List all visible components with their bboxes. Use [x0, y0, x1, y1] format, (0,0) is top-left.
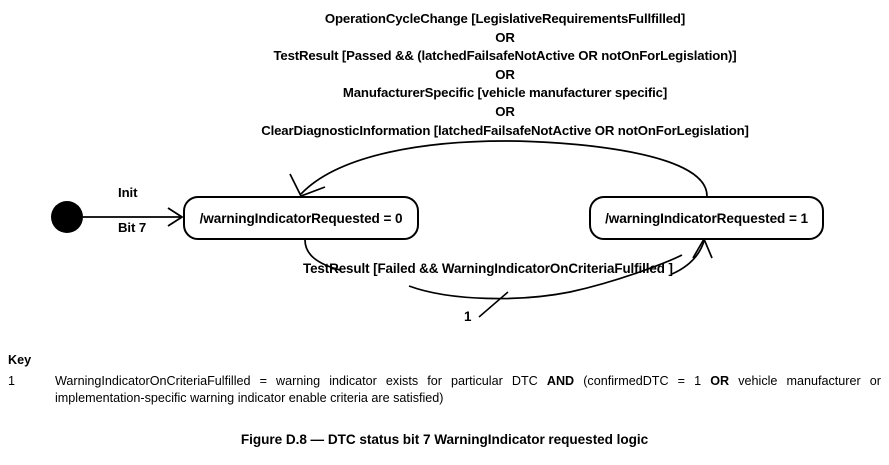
top-transition-condition-label: OperationCycleChange [LegislativeRequire…: [145, 10, 865, 140]
key-heading: Key: [8, 353, 32, 367]
key-text-segment-2: (confirmedDTC = 1: [574, 374, 711, 388]
state-diagram: OperationCycleChange [LegislativeRequire…: [51, 10, 865, 324]
bottom-transition-arc-bottom: [408, 254, 683, 300]
key-section: Key 1 WarningIndicatorOnCriteriaFulfille…: [8, 352, 881, 406]
transition-arrows: [83, 140, 713, 318]
key-entry-number: 1: [8, 374, 16, 388]
key-text-segment-3: vehicle manufacturer or implementation-s…: [55, 374, 881, 405]
initial-transition-arrowhead: [167, 207, 184, 227]
key-text-bold-and: AND: [546, 374, 575, 388]
footnote-leader-line: [478, 291, 509, 318]
key-entry-text: WarningIndicatorOnCriteriaFulfilled = wa…: [55, 373, 881, 406]
condition-line-6: OR: [495, 103, 515, 119]
condition-line-3: TestResult [Passed && (latchedFailsafeNo…: [273, 48, 737, 64]
state-warning-indicator-requested-0: /warningIndicatorRequested = 0: [183, 196, 419, 240]
bottom-transition-arc-right: [671, 240, 705, 275]
condition-line-4: OR: [495, 66, 515, 82]
key-text-segment-1: WarningIndicatorOnCriteriaFulfilled = wa…: [55, 374, 547, 388]
bottom-transition-arc-left: [304, 239, 341, 271]
footnote-marker: 1: [464, 309, 472, 324]
initial-transition-label-bit7: Bit 7: [118, 220, 147, 235]
figure-caption: Figure D.8 — DTC status bit 7 WarningInd…: [240, 432, 649, 447]
key-text-bold-or: OR: [710, 374, 730, 388]
bottom-transition-label: TestResult [Failed && WarningIndicatorOn…: [303, 261, 673, 276]
initial-transition-label-init: Init: [118, 185, 138, 200]
top-transition-arrowhead: [289, 173, 326, 198]
top-transition-arc: [300, 140, 708, 197]
condition-line-5: ManufacturerSpecific [vehicle manufactur…: [342, 85, 668, 101]
key-entry: 1 WarningIndicatorOnCriteriaFulfilled = …: [8, 373, 881, 406]
condition-line-2: OR: [495, 29, 515, 45]
initial-state-node: [51, 201, 83, 233]
condition-line-1: OperationCycleChange [LegislativeRequire…: [324, 11, 686, 26]
condition-line-7: ClearDiagnosticInformation [latchedFails…: [261, 122, 749, 138]
state-warning-indicator-requested-1: /warningIndicatorRequested = 1: [589, 196, 824, 240]
